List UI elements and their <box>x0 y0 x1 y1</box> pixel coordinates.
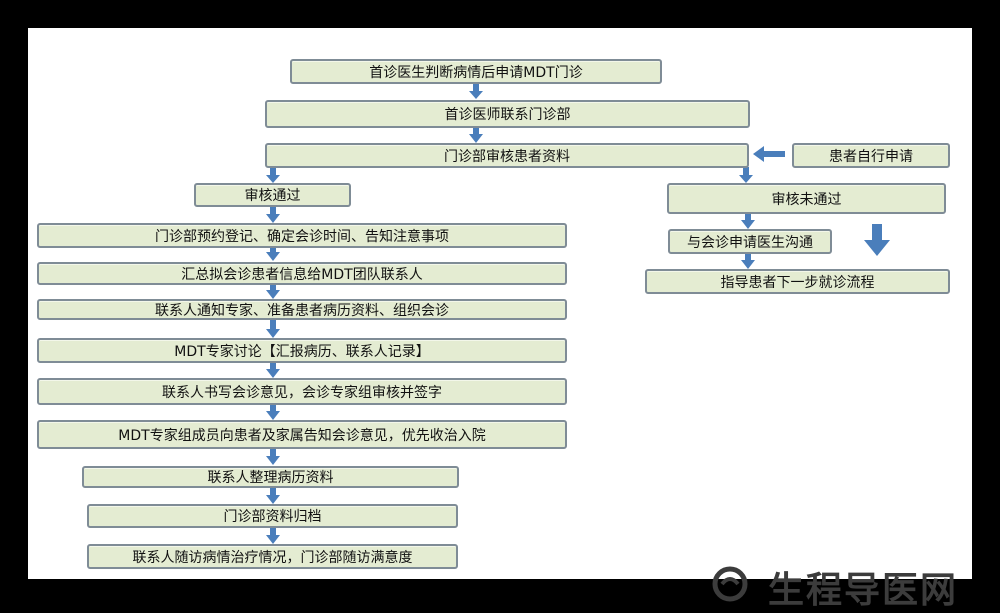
arrow-s3-approved <box>266 167 280 183</box>
arrow-a5-a6 <box>266 404 280 420</box>
step-follow-up: 联系人随访病情治疗情况，门诊部随访满意度 <box>87 544 458 569</box>
step-appointment-register: 门诊部预约登记、确定会诊时间、告知注意事项 <box>37 223 567 248</box>
arrow-a1-a2 <box>266 247 280 261</box>
arrow-a2-a3 <box>266 284 280 299</box>
step-summarize-to-mdt: 汇总拟会诊患者信息给MDT团队联系人 <box>37 262 567 285</box>
arrow-self-apply <box>753 146 785 162</box>
arrow-rejected-r1 <box>741 213 755 229</box>
arrow-a6-a7 <box>266 448 280 465</box>
box-guide-next-step: 指导患者下一步就诊流程 <box>645 269 950 294</box>
step-first-doctor-apply: 首诊医生判断病情后申请MDT门诊 <box>290 59 662 84</box>
step-inform-patient: MDT专家组成员向患者及家属告知会诊意见，优先收治入院 <box>37 420 567 449</box>
step-write-opinion: 联系人书写会诊意见，会诊专家组审核并签字 <box>37 378 567 405</box>
box-patient-self-apply: 患者自行申请 <box>792 143 950 168</box>
step-notify-experts: 联系人通知专家、准备患者病历资料、组织会诊 <box>37 299 567 320</box>
arrow-s2-s3 <box>469 126 483 143</box>
arrow-a8-a9 <box>266 527 280 544</box>
step-organize-records: 联系人整理病历资料 <box>82 466 459 488</box>
arrow-s1-s2 <box>469 82 483 99</box>
box-review-rejected: 审核未通过 <box>667 183 946 214</box>
watermark-text: 生程导医网 <box>768 570 959 611</box>
box-communicate-doctor: 与会诊申请医生沟通 <box>668 229 832 254</box>
arrow-a3-a4 <box>266 319 280 338</box>
arrow-approved-a1 <box>266 206 280 223</box>
step-mdt-discussion: MDT专家讨论【汇报病历、联系人记录】 <box>37 338 567 363</box>
box-review-approved: 审核通过 <box>194 183 351 207</box>
watermark-logo-icon <box>712 566 748 602</box>
arrow-a4-a5 <box>266 362 280 378</box>
step-clinic-review: 门诊部审核患者资料 <box>265 143 749 168</box>
arrow-r1-r2 <box>741 253 755 269</box>
arrow-s3-rejected <box>739 167 753 183</box>
arrow-large-down <box>864 224 890 256</box>
step-contact-clinic: 首诊医师联系门诊部 <box>265 100 750 128</box>
step-archive: 门诊部资料归档 <box>87 504 458 528</box>
arrow-a7-a8 <box>266 487 280 504</box>
